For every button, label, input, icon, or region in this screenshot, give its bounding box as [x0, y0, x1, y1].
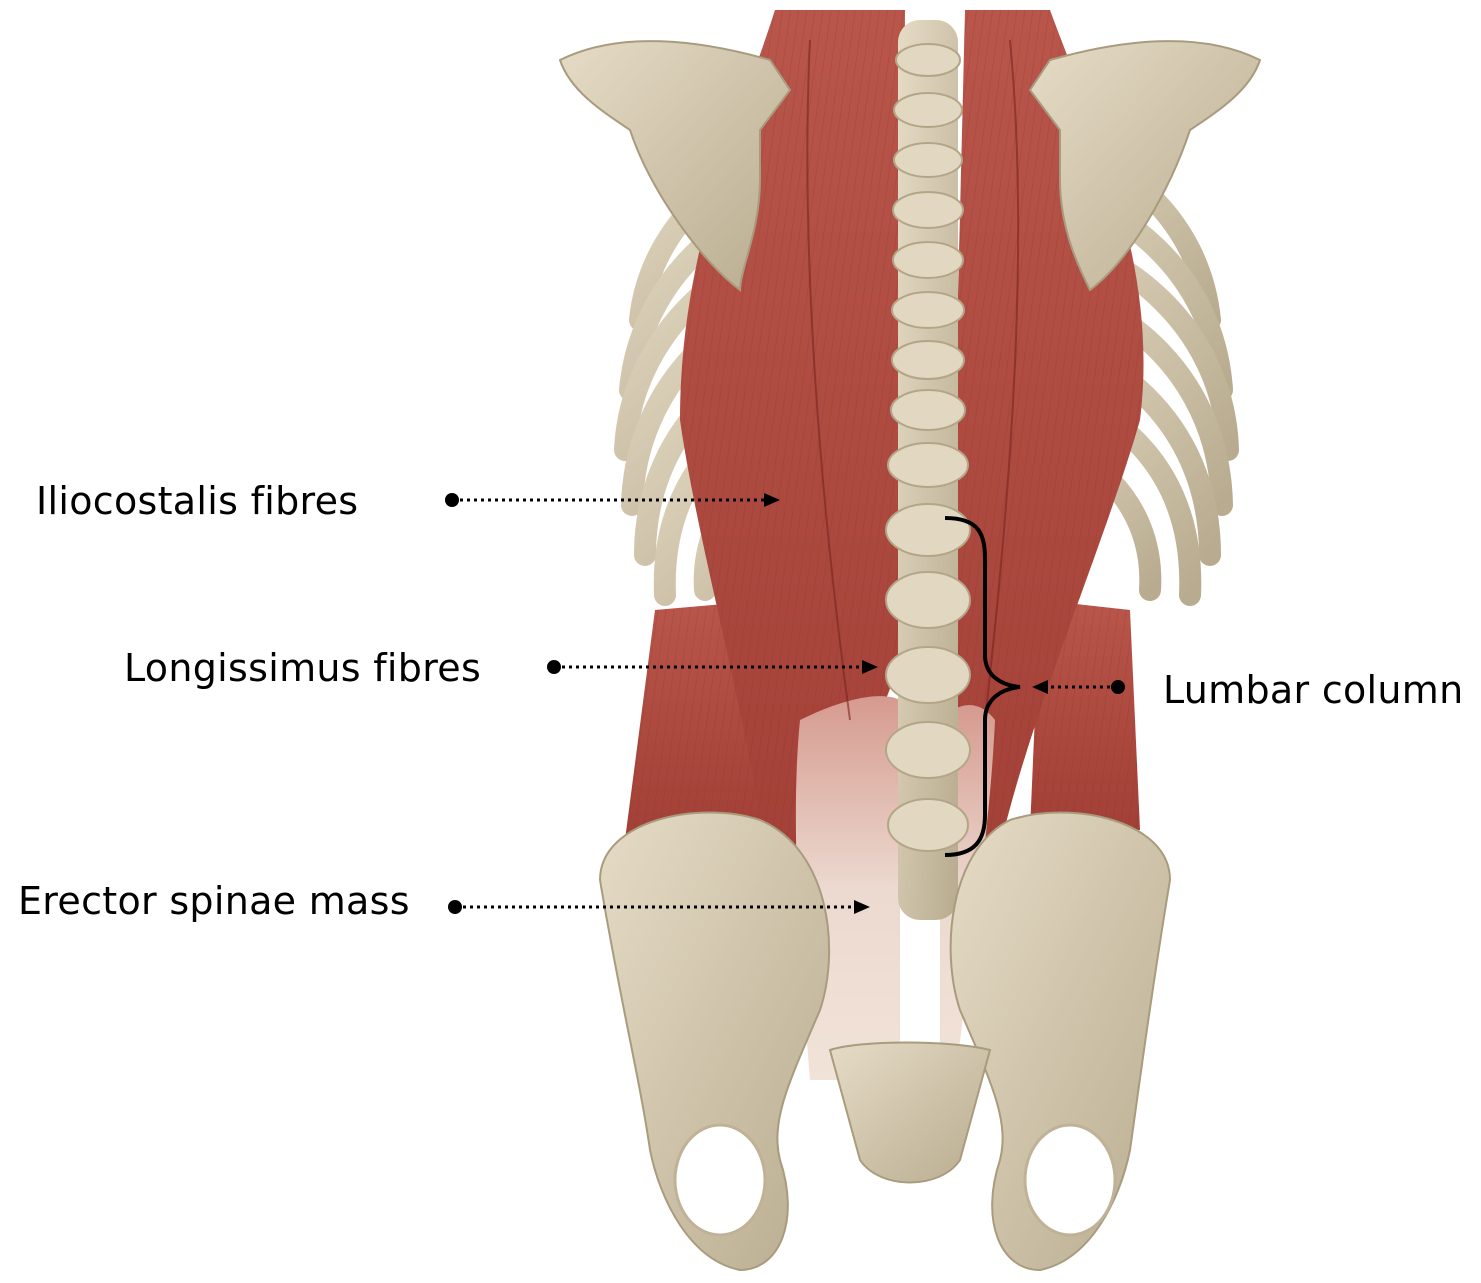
pointer-dot	[448, 900, 462, 914]
label-longissimus: Longissimus fibres	[124, 649, 481, 687]
pointer-dot	[1111, 680, 1125, 694]
label-iliocostalis: Iliocostalis fibres	[36, 482, 358, 520]
pointer-dot	[547, 660, 561, 674]
vertebral-column	[886, 20, 970, 920]
pointer-dot	[445, 493, 459, 507]
label-lumbar: Lumbar column	[1163, 671, 1464, 709]
label-erector: Erector spinae mass	[18, 882, 410, 920]
